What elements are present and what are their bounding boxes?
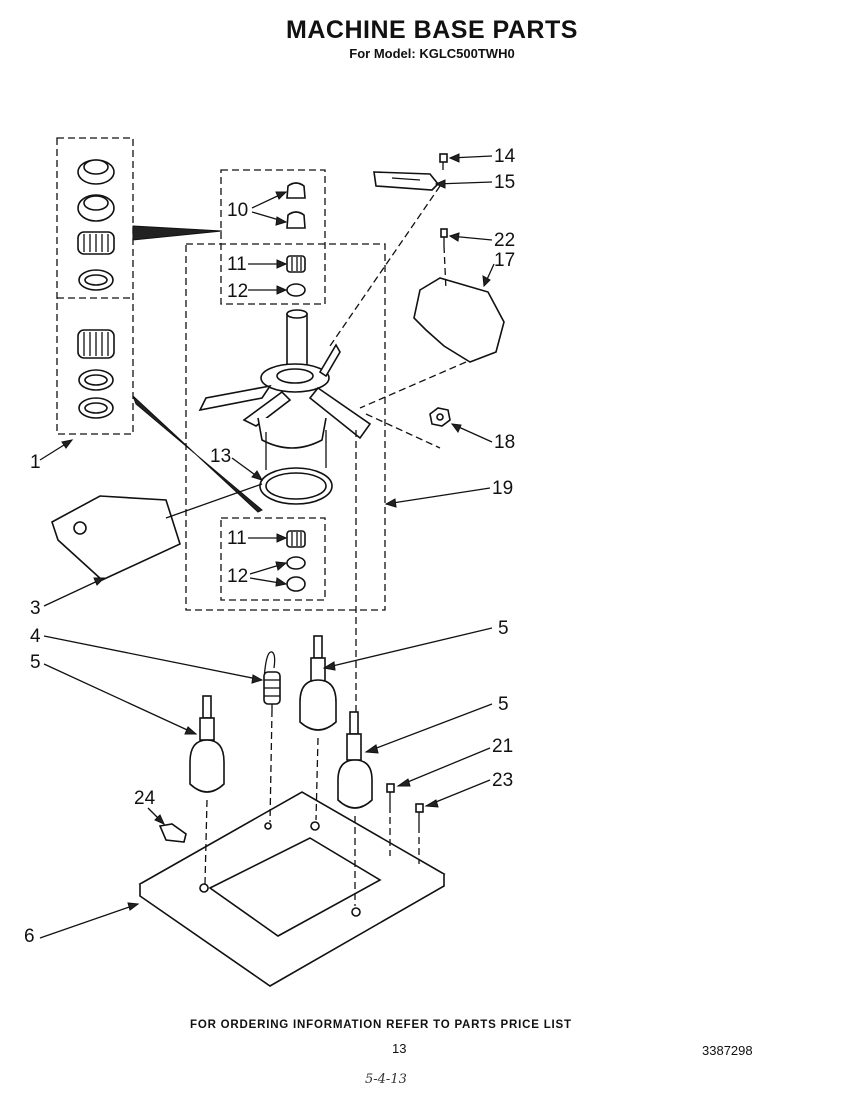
callout-1: 1: [30, 452, 41, 473]
part-1-group-box: [56, 137, 134, 435]
leader-lines: [39, 153, 495, 939]
page-title: MACHINE BASE PARTS: [286, 16, 578, 44]
callout-labels: 1 3 4 5 5 5 6 10 11 12 11 12 13 14 15 17…: [24, 146, 516, 947]
callout-19: 19: [492, 478, 513, 499]
part-19-box: [185, 243, 386, 611]
clip-24: [158, 823, 187, 843]
callout-5-middle: 5: [498, 618, 509, 639]
callout-18: 18: [494, 432, 515, 453]
callout-17: 17: [494, 250, 515, 271]
model-subtitle: For Model: KGLC500TWH0: [349, 46, 515, 61]
callout-6: 6: [24, 926, 35, 947]
callout-15: 15: [494, 172, 515, 193]
callout-13: 13: [210, 446, 231, 467]
screw-22: [440, 228, 448, 246]
spring-4: [263, 651, 281, 710]
callout-5-left: 5: [30, 652, 41, 673]
ordering-note: FOR ORDERING INFORMATION REFER TO PARTS …: [190, 1019, 572, 1031]
bracket-15: [373, 153, 448, 191]
hub-assembly: [198, 309, 372, 470]
callout-14: 14: [494, 146, 516, 167]
callout-11-lower: 11: [227, 528, 247, 549]
foot-5-middle: [299, 635, 337, 731]
callout-11-upper: 11: [227, 254, 247, 275]
page-number: 13: [392, 1041, 407, 1056]
lower-bearing-box: [220, 517, 326, 601]
callout-24: 24: [134, 788, 156, 809]
foot-5-left: [189, 695, 225, 793]
foot-5-right: [337, 711, 373, 809]
callout-3: 3: [30, 598, 41, 619]
seal-ring-13: [259, 467, 333, 505]
screw-21: [386, 783, 395, 806]
callout-23: 23: [492, 770, 513, 791]
plate-3: [51, 495, 181, 581]
callout-10: 10: [227, 200, 248, 221]
callout-22: 22: [494, 230, 515, 251]
base-frame-6: [138, 791, 446, 987]
upper-bearing-box: [220, 169, 326, 305]
handwritten-note: 5-4-13: [365, 1072, 407, 1087]
upper-bearings: [286, 182, 306, 297]
nut-18: [429, 407, 451, 427]
screw-23: [415, 803, 424, 826]
callout-21: 21: [492, 736, 513, 757]
callout-12-lower: 12: [227, 566, 248, 587]
callout-4: 4: [30, 626, 41, 647]
assembly-lines: [165, 185, 467, 906]
cover-17: [413, 277, 505, 363]
wedge-lower: [132, 395, 263, 513]
callout-12-upper: 12: [227, 281, 248, 302]
document-number: 3387298: [702, 1043, 753, 1058]
lower-bearings: [286, 530, 306, 592]
wedge-upper: [132, 225, 223, 241]
callout-5-right: 5: [498, 694, 509, 715]
